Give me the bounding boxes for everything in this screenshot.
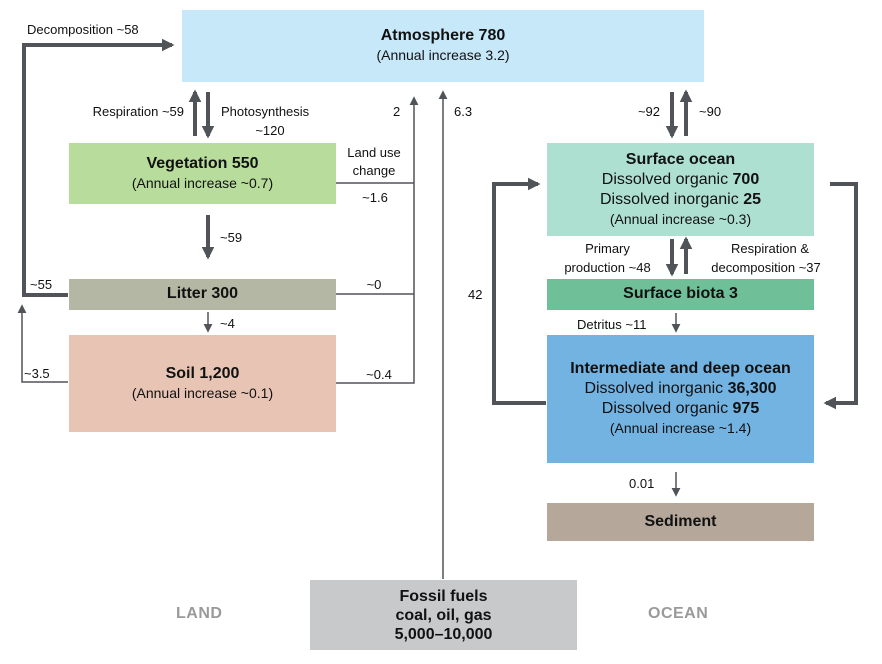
soil-to-land-use-value: ~0.4: [366, 367, 392, 382]
deep-ocean-organic: Dissolved organic 975: [547, 399, 814, 419]
deep-ocean-box: Intermediate and deep ocean Dissolved in…: [547, 335, 814, 463]
deep-ocean-organic-value: 975: [732, 400, 760, 417]
soil-annual-increase: (Annual increase ~0.1): [131, 385, 274, 401]
vegetation-title: Vegetation 550: [146, 155, 259, 172]
land-use-label-1: Land use: [347, 145, 401, 160]
deep-ocean-annual-increase: (Annual increase ~1.4): [609, 420, 752, 436]
atmosphere-annual-increase: (Annual increase 3.2): [376, 47, 510, 63]
atmosphere-box: Atmosphere 780 (Annual increase 3.2): [182, 10, 704, 82]
surface-biota-title: Surface biota 3: [623, 285, 738, 302]
deep-ocean-inorganic: Dissolved inorganic 36,300: [547, 379, 814, 399]
photosynthesis-label: Photosynthesis: [221, 104, 310, 119]
soil-to-litter-arrow: [17, 304, 68, 383]
veg-to-litter-value: ~59: [220, 230, 243, 245]
surface-ocean-organic-value: 700: [732, 171, 760, 188]
litter-decomposition-value: ~55: [30, 277, 53, 292]
litter-title: Litter 300: [166, 285, 239, 302]
detritus-label: Detritus ~11: [577, 317, 647, 332]
surface-ocean-inorganic: Dissolved inorganic 25: [547, 190, 814, 210]
surface-ocean-inorganic-value: 25: [743, 191, 761, 208]
surface-ocean-annual-increase: (Annual increase ~0.3): [609, 211, 752, 227]
litter-to-land-use-value: ~0: [366, 277, 382, 292]
surface-ocean-title: Surface ocean: [625, 151, 736, 168]
upwelling-arrow: [492, 177, 546, 405]
primary-production-label-1: Primary: [585, 241, 630, 256]
land-use-value: ~1.6: [362, 190, 388, 205]
decomposition-label: Decomposition ~58: [27, 22, 139, 37]
deep-ocean-inorganic-value: 36,300: [727, 380, 777, 397]
vegetation-annual-increase: (Annual increase ~0.7): [131, 175, 274, 191]
primary-production-label-2: production ~48: [564, 260, 651, 275]
sediment-title: Sediment: [644, 513, 717, 530]
land-to-atm-value: 2: [393, 104, 401, 119]
ocean-respiration-label-1: Respiration &: [730, 241, 810, 256]
deep-ocean-organic-label: Dissolved organic: [601, 400, 733, 417]
litter-box: Litter 300: [69, 279, 336, 310]
fossil-fuels-title: Fossil fuels: [399, 588, 488, 605]
fossil-fuels-box: Fossil fuels coal, oil, gas 5,000–10,000: [310, 580, 577, 650]
fossil-to-atm-value: 6.3: [454, 104, 473, 119]
atmosphere-title: Atmosphere 780: [380, 27, 506, 44]
soil-box: Soil 1,200 (Annual increase ~0.1): [69, 335, 336, 432]
deep-ocean-title: Intermediate and deep ocean: [570, 360, 791, 377]
ocean-down-value: ~92: [637, 104, 660, 119]
upwelling-value: 42: [468, 287, 483, 302]
land-region-label: LAND: [176, 605, 223, 622]
to-sediment-value: 0.01: [629, 476, 655, 491]
sediment-box: Sediment: [547, 503, 814, 541]
soil-to-land-use-line: [336, 96, 419, 384]
photosynthesis-value: ~120: [255, 123, 285, 138]
fossil-fuels-amount: 5,000–10,000: [394, 626, 493, 643]
ocean-region-label: OCEAN: [648, 605, 709, 622]
soil-to-litter-value: ~3.5: [24, 366, 50, 381]
surface-ocean-box: Surface ocean Dissolved organic 700 Diss…: [547, 143, 814, 236]
vegetation-box: Vegetation 550 (Annual increase ~0.7): [69, 143, 336, 204]
deep-ocean-inorganic-label: Dissolved inorganic: [584, 380, 728, 397]
surface-biota-box: Surface biota 3: [547, 279, 814, 310]
surface-ocean-organic: Dissolved organic 700: [547, 170, 814, 190]
fossil-fuels-types: coal, oil, gas: [395, 607, 492, 624]
downwelling-arrow: [823, 182, 858, 410]
surface-ocean-organic-label: Dissolved organic: [601, 171, 733, 188]
surface-ocean-inorganic-label: Dissolved inorganic: [600, 191, 744, 208]
ocean-respiration-label-2: decomposition ~37: [711, 260, 821, 275]
land-use-label-2: change: [352, 163, 396, 178]
litter-to-soil-value: ~4: [220, 316, 235, 331]
soil-title: Soil 1,200: [165, 365, 240, 382]
decomposition-arrow: [22, 38, 175, 297]
respiration-label: Respiration ~59: [92, 104, 184, 119]
ocean-up-value: ~90: [699, 104, 722, 119]
